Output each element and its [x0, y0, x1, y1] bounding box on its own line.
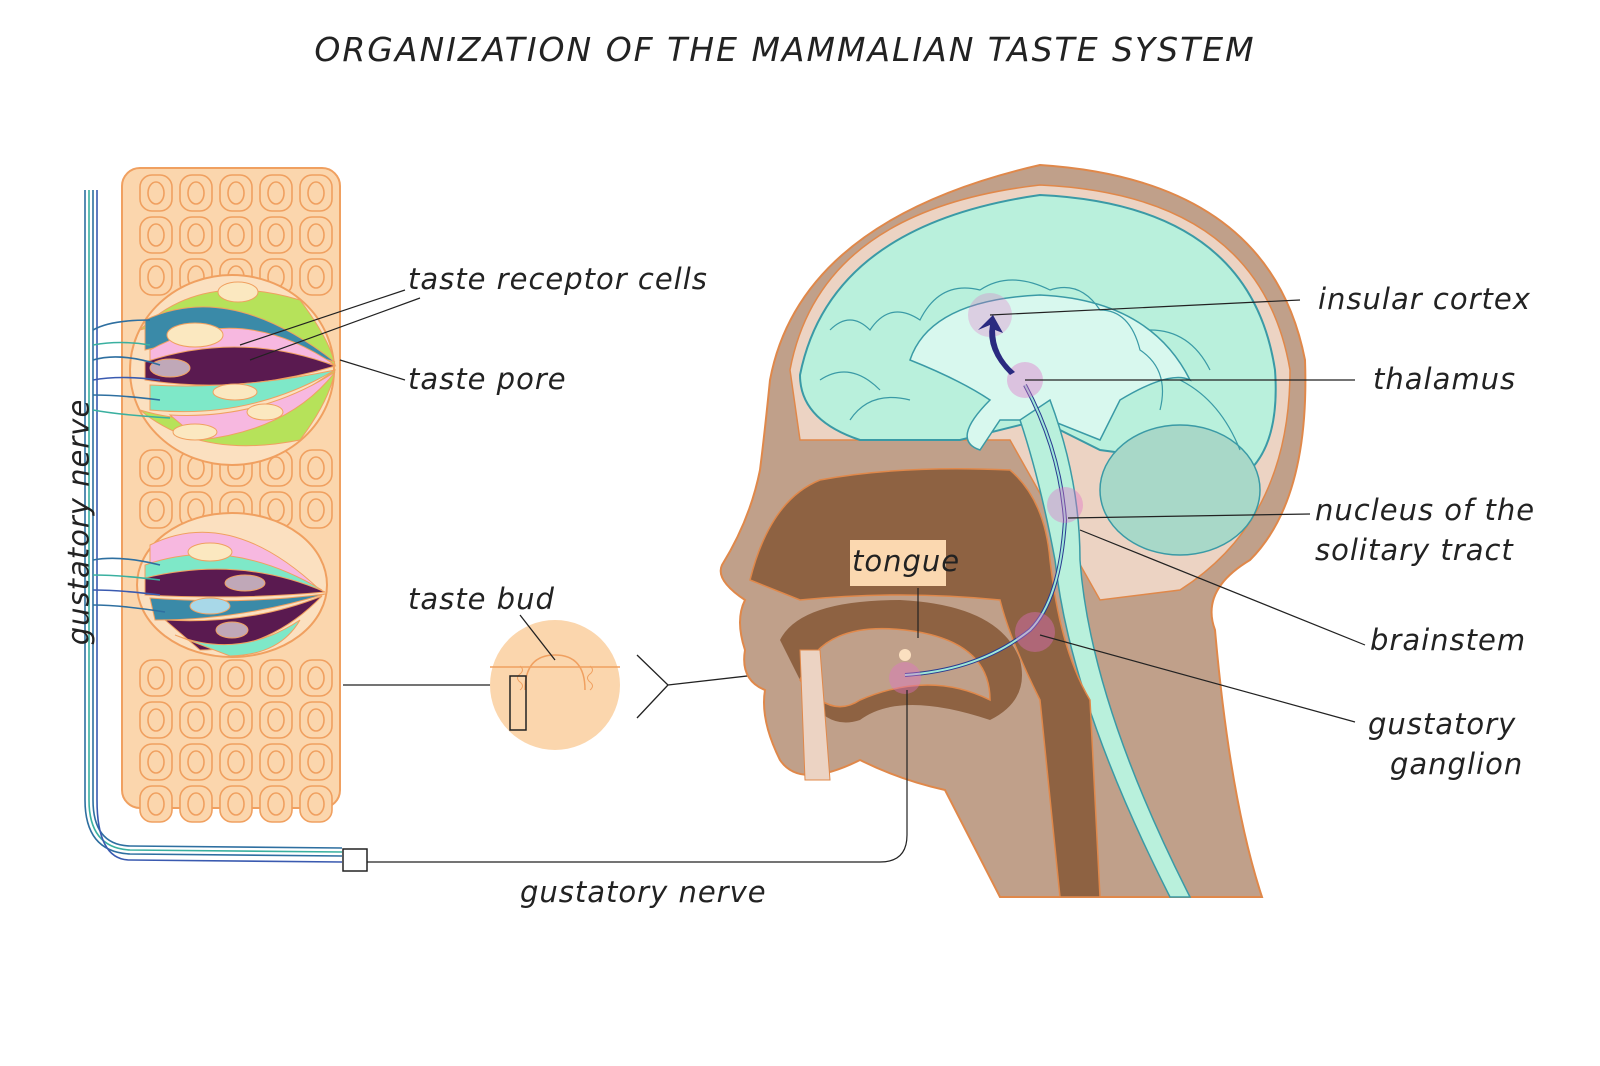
label-nucleus-line1: nucleus of the: [1315, 493, 1536, 527]
label-brainstem: brainstem: [1370, 623, 1527, 657]
cell-nucleus: [227, 792, 245, 816]
cell-nucleus: [227, 223, 245, 247]
cell-nucleus: [147, 498, 165, 522]
cell-nucleus: [307, 223, 325, 247]
cell-nucleus: [187, 708, 205, 732]
label-tongue: tongue: [852, 544, 961, 578]
cell-nucleus: [267, 456, 285, 480]
cell-nucleus: [147, 223, 165, 247]
label-thalamus: thalamus: [1373, 362, 1517, 396]
cell-nucleus: [267, 666, 285, 690]
cell-nucleus: [147, 265, 165, 289]
cell-nucleus: [267, 750, 285, 774]
taste-pathway: [889, 293, 1083, 694]
cell-nucleus: [307, 792, 325, 816]
label-gustatory-nerve-vertical: gustatory nerve: [61, 398, 96, 646]
cell-nucleus: [187, 666, 205, 690]
cell-nucleus: [267, 223, 285, 247]
label-ganglion-line1: gustatory: [1368, 707, 1517, 741]
label-gustatory-nerve: gustatory nerve: [520, 875, 767, 909]
label-insular-cortex: insular cortex: [1318, 282, 1531, 316]
cell-nucleus: [147, 750, 165, 774]
arrow-to-cortex: [978, 315, 1015, 375]
taste-bud-inset: [490, 614, 620, 750]
cell-nucleus: [187, 792, 205, 816]
cell-nucleus: [227, 181, 245, 205]
head-cross-section: [719, 163, 1307, 898]
epithelium-tissue: [121, 167, 341, 823]
cell-nucleus: [147, 666, 165, 690]
cell-nucleus: [227, 708, 245, 732]
cell-nucleus: [267, 792, 285, 816]
cell-nucleus: [307, 498, 325, 522]
label-ganglion-line2: ganglion: [1390, 747, 1524, 781]
cell-nucleus: [307, 708, 325, 732]
cell-nucleus: [147, 792, 165, 816]
cell-nucleus: [147, 181, 165, 205]
cell-nucleus: [147, 708, 165, 732]
label-nucleus-line2: solitary tract: [1315, 533, 1514, 567]
cell-nucleus: [267, 181, 285, 205]
nerve-callout-box: [342, 848, 368, 872]
taste-bud-lower: [136, 512, 328, 658]
cell-nucleus: [307, 265, 325, 289]
cell-nucleus: [307, 666, 325, 690]
gustatory-nerve-bundle: [84, 190, 343, 863]
cell-nucleus: [307, 456, 325, 480]
cell-nucleus: [227, 750, 245, 774]
label-taste-bud: taste bud: [408, 582, 555, 616]
label-taste-pore: taste pore: [408, 362, 567, 396]
label-taste-receptor-cells: taste receptor cells: [408, 262, 708, 296]
label-tongue-box: tongue: [850, 540, 959, 586]
cell-nucleus: [187, 750, 205, 774]
cell-nucleus: [227, 666, 245, 690]
cell-nucleus: [187, 223, 205, 247]
cell-nucleus: [307, 181, 325, 205]
diagram-title: ORGANIZATION OF THE MAMMALIAN TASTE SYST…: [314, 30, 1256, 69]
cell-nucleus: [267, 498, 285, 522]
cell-nucleus: [307, 750, 325, 774]
cell-nucleus: [187, 181, 205, 205]
cell-nucleus: [267, 708, 285, 732]
taste-bud-upper: [129, 274, 337, 466]
cell-nucleus: [147, 456, 165, 480]
leader-lines: [239, 289, 1366, 863]
